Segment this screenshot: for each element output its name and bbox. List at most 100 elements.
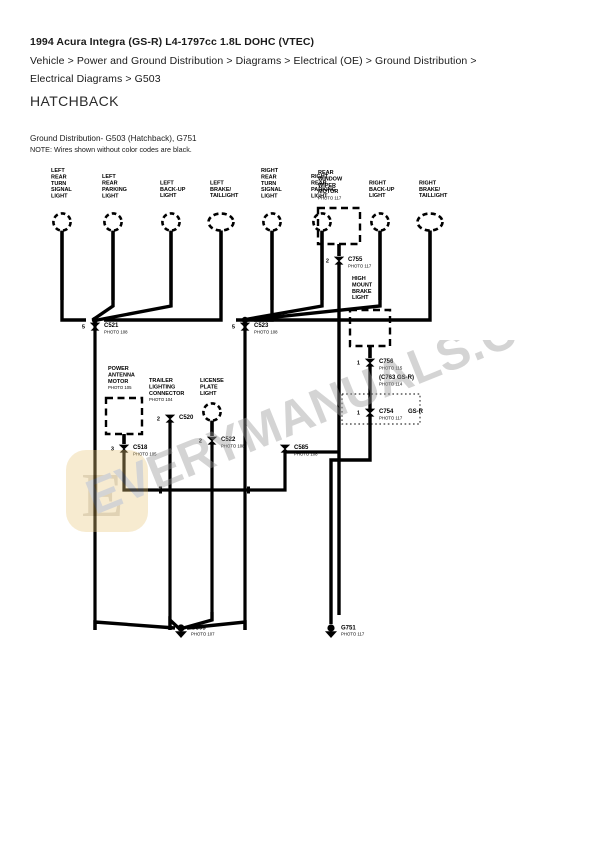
connector-name: C522: [221, 437, 236, 443]
lamp-label: LEFT: [160, 180, 174, 186]
connector-name: C755: [348, 257, 363, 263]
lamp-label: LEFT: [210, 180, 224, 186]
connector-chevron: [207, 440, 217, 445]
connector-photo: PHOTO 105: [133, 451, 157, 456]
document-header: 1994 Acura Integra (GS-R) L4-1797cc 1.8L…: [30, 33, 540, 89]
component-label: MOUNT: [352, 282, 373, 288]
lamp-outline: [161, 212, 181, 232]
figure-caption-note: NOTE: Wires shown without color codes ar…: [30, 145, 192, 154]
lamp-label: LIGHT: [369, 193, 386, 199]
connector-photo: PHOTO 108: [104, 329, 128, 334]
ground-photo: PHOTO 117: [341, 632, 365, 637]
lamp-label: SIGNAL: [261, 187, 282, 193]
wire-path: [250, 450, 339, 492]
section-title: HATCHBACK: [30, 93, 119, 109]
connector-name: C523: [254, 323, 269, 329]
ground-triangle: [175, 631, 187, 638]
component-label: WINDOW: [318, 176, 343, 182]
lamp-label: BRAKE/: [419, 187, 441, 193]
lamp-label: BACK-UP: [160, 187, 186, 193]
lamp-label: RIGHT: [419, 180, 437, 186]
lamp-label: REAR: [102, 181, 118, 187]
lamp-label: REAR: [261, 174, 277, 180]
lamp-label: TAILLIGHT: [419, 193, 448, 199]
lamp-label: LIGHT: [261, 194, 278, 200]
connector-pin: 2: [326, 258, 329, 264]
connector-photo: PHOTO 108: [254, 329, 278, 334]
ground-triangle: [325, 631, 337, 638]
connector-name: C754: [379, 409, 394, 415]
lamp-symbol-right-rear-turn-signal-light: [262, 212, 282, 232]
component-label: PLATE: [200, 384, 218, 390]
connector-chevron: [334, 260, 344, 265]
wire-path: [104, 300, 223, 322]
lamp-label: PARKING: [311, 187, 336, 193]
wire-path: [122, 452, 162, 492]
wire-path: [186, 620, 247, 630]
connector-chevron: [119, 448, 129, 453]
lamp-outline: [416, 212, 444, 232]
connector-pin: 1: [357, 410, 360, 416]
lamp-label: REAR: [311, 181, 327, 187]
connector-chevron: [240, 326, 250, 331]
component-photo: PHOTO 117: [318, 196, 342, 201]
connector-symbol-c520: [164, 414, 176, 423]
connector-name: C585: [294, 445, 309, 451]
wire-path: [329, 416, 372, 615]
wire-path: [93, 620, 176, 630]
lamp-outline: [103, 212, 123, 232]
ground-photo: PHOTO 107: [191, 632, 215, 637]
lamp-label: LEFT: [102, 174, 116, 180]
connector-symbol-c523: [239, 322, 251, 331]
connector-name: C518: [133, 445, 148, 451]
option-boundary-box: [341, 393, 421, 425]
wire-path: [254, 300, 432, 322]
connector-symbol-c756: [364, 358, 376, 367]
lamp-outline: [52, 212, 72, 232]
connector-photo: PHOTO 108: [294, 451, 318, 456]
connector-symbol-c521: [89, 322, 101, 331]
lamp-symbol-right-rear-parking-light: [312, 212, 332, 232]
connector-photo: PHOTO 117: [348, 263, 372, 268]
breadcrumb-line-1: Vehicle > Power and Ground Distribution …: [30, 54, 477, 67]
connector-suffix: GS-R: [408, 409, 424, 415]
connector-chevron: [89, 322, 101, 328]
ground-symbol-g503: [175, 624, 187, 638]
connector-chevron: [206, 436, 218, 442]
wire-path: [183, 612, 214, 630]
wire-path: [60, 300, 86, 322]
lamp-label: LIGHT: [51, 194, 68, 200]
lamp-label: BRAKE/: [210, 187, 232, 193]
lamp-label: TURN: [51, 181, 66, 187]
lamp-outline: [202, 402, 222, 422]
connector-chevron: [365, 412, 375, 417]
component-label: BRAKE: [352, 289, 372, 295]
connector-symbol-c518: [118, 444, 130, 453]
lamp-label: LIGHT: [102, 193, 119, 199]
connector-pin: 2: [199, 438, 202, 444]
wire-tick: [247, 486, 250, 494]
lamp-label: SIGNAL: [51, 187, 72, 193]
component-label: MOTOR: [108, 379, 128, 385]
component-label: LICENSE: [200, 378, 224, 384]
lamp-label: PARKING: [102, 187, 127, 193]
component-box-power-antenna-motor: [104, 396, 144, 436]
ground-node: [177, 624, 185, 632]
connector-symbol-c585: [279, 444, 291, 453]
lamp-symbol-left-rear-parking-light: [103, 212, 123, 232]
connector-photo: PHOTO 108: [221, 443, 245, 448]
ground-node: [327, 624, 335, 632]
wire-path: [247, 300, 382, 322]
connector-chevron: [164, 414, 176, 420]
connector-symbol-c522: [206, 436, 218, 445]
connector-pin: 3: [111, 446, 114, 452]
connector-chevron: [279, 444, 291, 450]
connector-chevron: [364, 408, 376, 414]
component-label: ANTENNA: [108, 372, 135, 378]
component-label: TRAILER: [149, 378, 173, 384]
vehicle-title: 1994 Acura Integra (GS-R) L4-1797cc 1.8L…: [30, 36, 315, 48]
breadcrumb-line-2: Electrical Diagrams > G503: [30, 73, 161, 85]
component-label: LIGHTING: [149, 384, 175, 390]
